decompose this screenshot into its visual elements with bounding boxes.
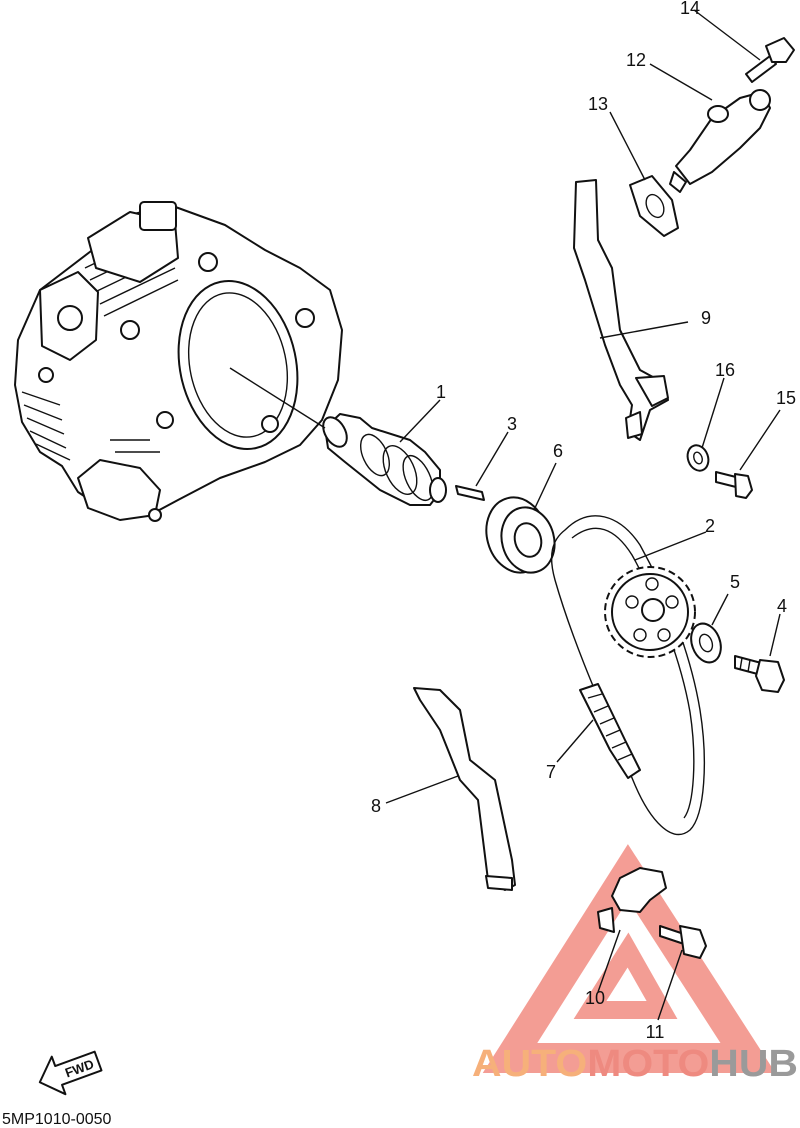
bearing [485,496,556,574]
callout-15: 15 [776,388,796,408]
watermark-logo [482,844,776,1073]
watermark-moto: MOTO [587,1043,709,1085]
cylinder-head [14,201,343,522]
tensioner-bolt [745,37,795,83]
fwd-arrow-icon: FWD [38,1050,103,1096]
callout-6: 6 [553,441,563,461]
chain-guide-exhaust [413,687,516,891]
cam-sprocket [604,566,696,658]
sprocket-bolt [734,655,785,693]
cam-chain [550,515,705,836]
callout-13: 13 [588,94,608,114]
guide-washer [686,444,710,472]
leader-lines [229,9,781,1021]
cam-chain-tensioner [669,89,771,193]
chain-guide-stopper [597,867,667,933]
diagram-code: 5MP1010-0050 [2,1111,112,1128]
callout-16: 16 [715,360,735,380]
callout-5: 5 [730,572,740,592]
tensioner-gasket [629,175,679,237]
callout-7: 7 [546,762,556,782]
callout-12: 12 [626,50,646,70]
washer [690,622,722,664]
dowel-pin [455,485,485,501]
callout-3: 3 [507,414,517,434]
callout-8: 8 [371,796,381,816]
camshaft [322,413,447,506]
callout-9: 9 [701,308,711,328]
chain-guide-intake [573,179,669,441]
callout-2: 2 [705,516,715,536]
callout-11: 11 [646,1022,665,1042]
callout-labels: 1 2 3 4 5 6 7 8 9 10 11 12 13 14 15 16 [371,0,796,1042]
stopper-bolt [659,925,707,959]
callout-14: 14 [680,0,700,18]
callout-10: 10 [585,988,605,1008]
callout-4: 4 [777,596,787,616]
watermark-hub: HUB [709,1043,798,1085]
guide-bolt [715,471,753,499]
watermark-auto: AUTO [472,1043,587,1085]
callout-1: 1 [436,382,446,402]
